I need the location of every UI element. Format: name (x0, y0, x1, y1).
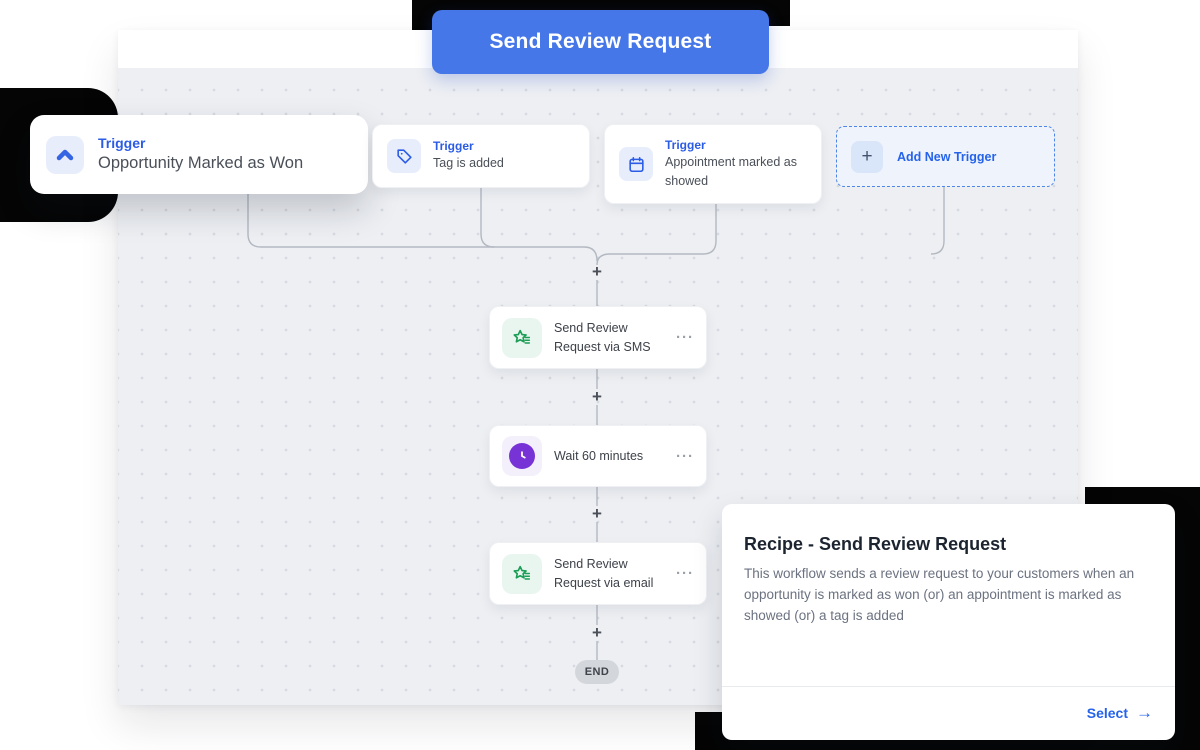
add-new-trigger-button[interactable]: + Add New Trigger (836, 126, 1055, 187)
trigger-title: Opportunity Marked as Won (98, 153, 304, 172)
insert-step-plus-icon[interactable]: + (592, 623, 602, 642)
trigger-title: Tag is added (433, 156, 504, 171)
more-options-icon[interactable]: ··· (676, 565, 694, 582)
select-recipe-button[interactable]: Select → (1087, 704, 1153, 721)
insert-step-plus-icon[interactable]: + (592, 387, 602, 406)
trigger-card-tag-added[interactable]: Trigger Tag is added (372, 124, 590, 188)
trigger-label: Trigger (433, 139, 474, 154)
select-label: Select (1086, 704, 1128, 721)
recipe-panel-title: Recipe - Send Review Request (744, 534, 1007, 554)
add-new-trigger-label: Add New Trigger (897, 149, 997, 164)
recipe-panel-divider (722, 686, 1175, 687)
recipe-panel: Recipe - Send Review Request This workfl… (722, 504, 1175, 740)
end-node: END (575, 660, 619, 684)
action-card-send-sms[interactable]: Send Review Request via SMS ··· (489, 306, 707, 369)
calendar-icon (619, 147, 653, 181)
action-title: Wait 60 minutes (554, 448, 644, 463)
trigger-label: Trigger (665, 138, 706, 153)
trigger-card-appointment-showed[interactable]: Trigger Appointment marked as showed (604, 124, 822, 204)
more-options-icon[interactable]: ··· (676, 447, 694, 465)
review-star-icon (502, 553, 542, 594)
arrow-right-icon: → (1136, 703, 1153, 722)
tag-icon (387, 139, 421, 173)
action-card-wait[interactable]: Wait 60 minutes ··· (489, 425, 707, 487)
insert-step-plus-icon[interactable]: + (592, 262, 602, 281)
more-options-icon[interactable]: ··· (676, 329, 694, 346)
action-card-send-email[interactable]: Send Review Request via email ··· (489, 542, 707, 605)
trigger-label: Trigger (98, 135, 146, 152)
action-title: Send Review Request via SMS (554, 321, 651, 354)
trigger-title: Appointment marked as showed (665, 155, 798, 188)
trigger-card-opportunity-won[interactable]: Trigger Opportunity Marked as Won (30, 115, 368, 194)
recipe-panel-description: This workflow sends a review request to … (744, 566, 1135, 623)
send-review-request-button[interactable]: Send Review Request (432, 10, 769, 74)
chevron-up-icon (46, 135, 84, 174)
action-title: Send Review Request via email (554, 557, 654, 590)
plus-icon: + (851, 140, 883, 173)
clock-icon (502, 436, 542, 476)
review-star-icon (502, 317, 542, 358)
insert-step-plus-icon[interactable]: + (592, 504, 602, 523)
